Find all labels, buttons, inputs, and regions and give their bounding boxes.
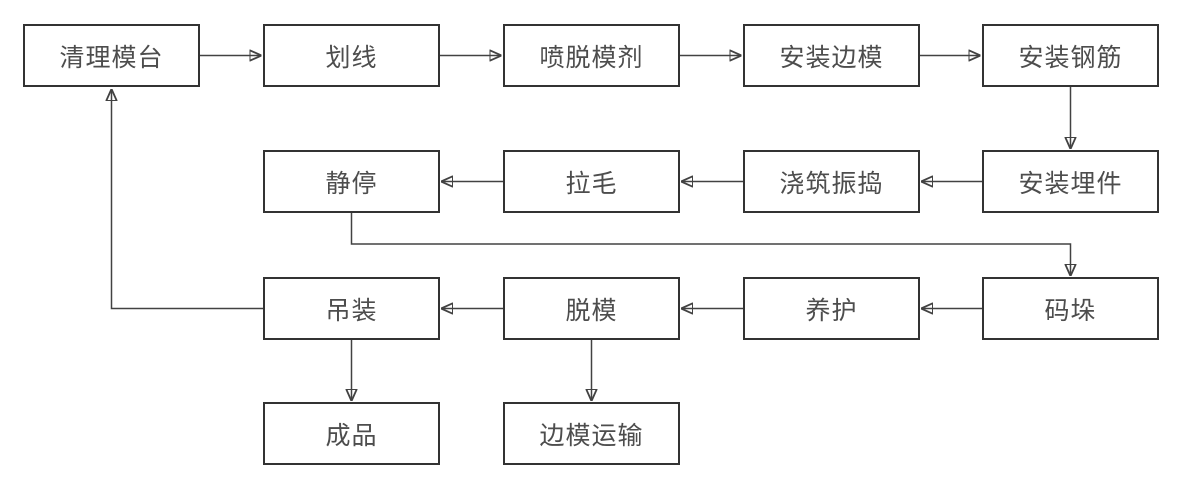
node-install-rebar: 安装钢筋 bbox=[982, 24, 1159, 87]
node-hoisting: 吊装 bbox=[263, 277, 440, 340]
node-clean-mold-table: 清理模台 bbox=[23, 24, 200, 87]
node-demolding: 脱模 bbox=[503, 277, 680, 340]
node-stacking: 码垛 bbox=[982, 277, 1159, 340]
node-resting: 静停 bbox=[263, 150, 440, 213]
node-roughening: 拉毛 bbox=[503, 150, 680, 213]
node-marking: 划线 bbox=[263, 24, 440, 87]
node-install-embedded-parts: 安装埋件 bbox=[982, 150, 1159, 213]
edge-resting-to-stacking bbox=[350, 213, 1071, 276]
node-curing: 养护 bbox=[743, 277, 920, 340]
node-finished-product: 成品 bbox=[263, 402, 440, 465]
node-spray-release-agent: 喷脱模剂 bbox=[503, 24, 680, 87]
node-install-side-forms: 安装边模 bbox=[743, 24, 920, 87]
edge-hoisting-to-clean-mold-table bbox=[112, 90, 263, 310]
node-side-form-transport: 边模运输 bbox=[503, 402, 680, 465]
node-pouring-vibrating: 浇筑振捣 bbox=[743, 150, 920, 213]
